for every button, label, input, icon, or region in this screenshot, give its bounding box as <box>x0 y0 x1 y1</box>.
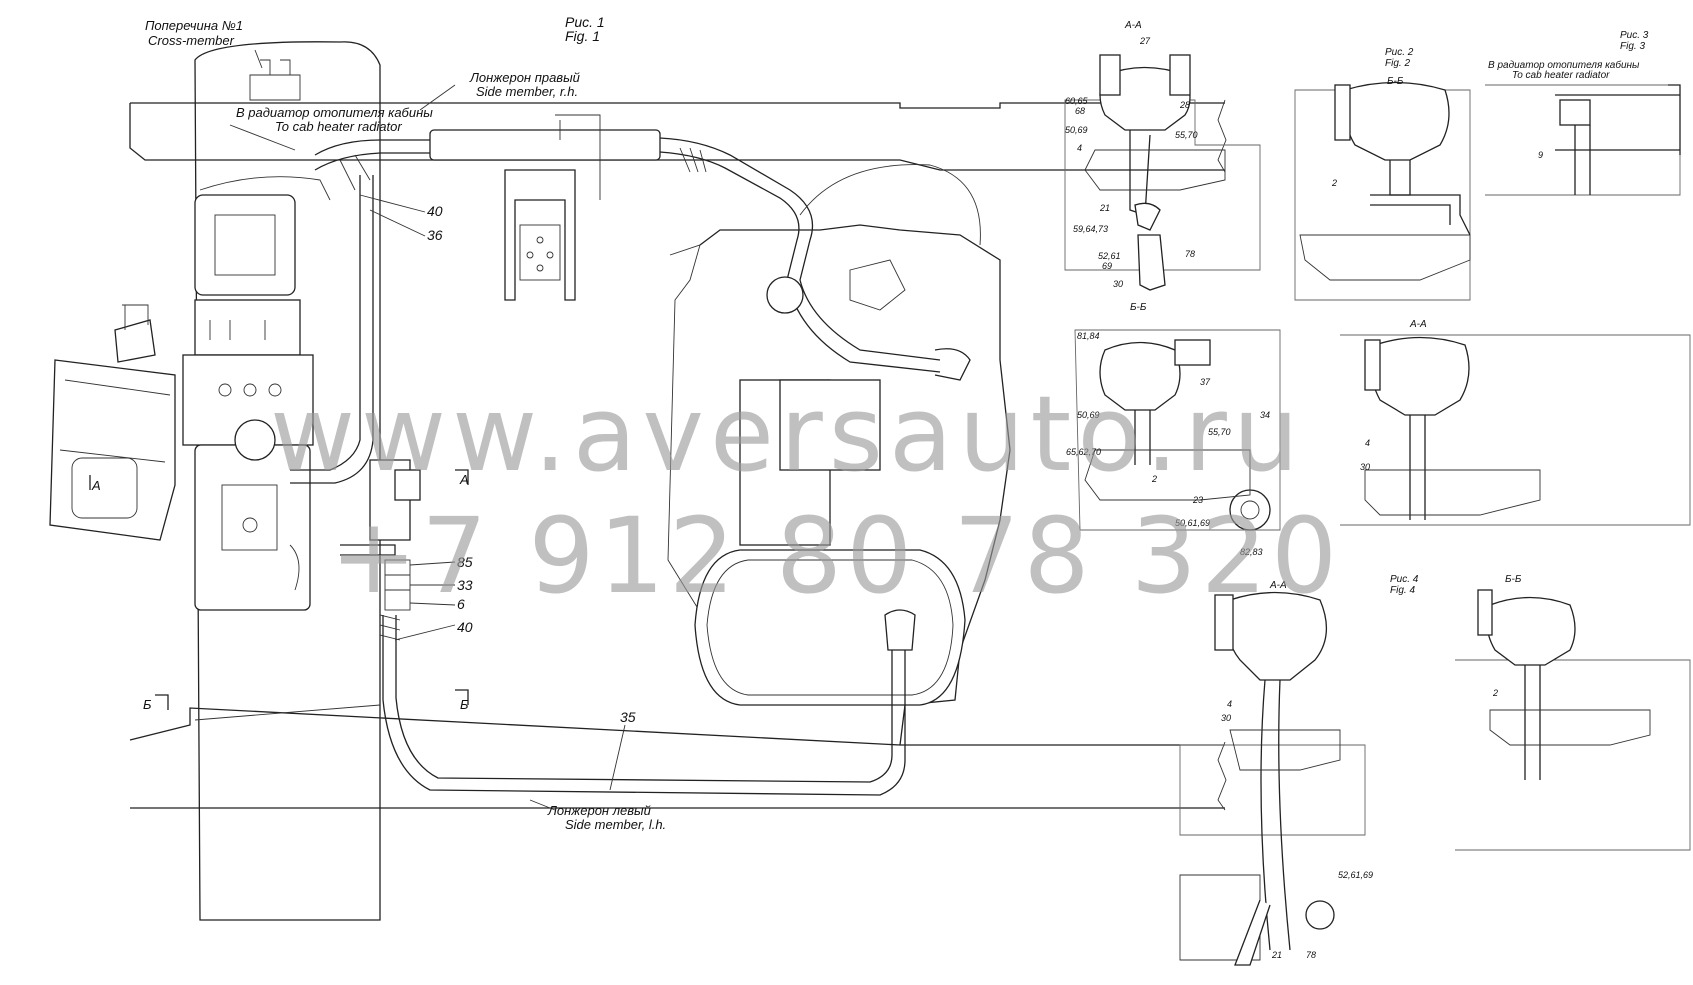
part-number: 4 <box>1077 143 1082 153</box>
part-number: 50,61,69 <box>1175 518 1210 528</box>
fig4-section-aa <box>1179 591 1366 966</box>
section-bb-mid <box>1074 329 1281 531</box>
part-number: 4 <box>1365 438 1370 448</box>
cross-member-label-ru: Поперечина №1 <box>145 18 243 33</box>
fig1-caption-ru: Рис. 1 <box>565 14 605 30</box>
part-number: 30 <box>1113 279 1123 289</box>
part-number: 52,61 <box>1098 251 1121 261</box>
watermark-url: www.aversauto.ru <box>270 373 1305 495</box>
fig4-caption-ru: Рис. 4 <box>1390 574 1419 585</box>
fig3-detail <box>1485 84 1681 196</box>
section-aa-mid <box>1340 334 1691 526</box>
part-number: 60,65 <box>1065 96 1089 106</box>
side-member-lh-label-en: Side member, l.h. <box>565 817 666 832</box>
heater-unit <box>182 194 314 611</box>
fig3-caption-ru: Рис. 3 <box>1620 30 1649 41</box>
fig2-caption-ru: Рис. 2 <box>1385 47 1414 58</box>
part-number: 28 <box>1179 100 1190 110</box>
part-number: 6 <box>457 596 465 612</box>
center-bracket <box>504 114 601 301</box>
valve-assembly <box>340 459 421 611</box>
fig2-section-bb <box>1294 81 1471 301</box>
part-number: 2 <box>1331 178 1337 188</box>
fig3-cab-heater-en: To cab heater radiator <box>1512 70 1610 81</box>
side-member-rh-label-en: Side member, r.h. <box>476 84 578 99</box>
vertical-pipe <box>290 175 374 484</box>
part-number: 82,83 <box>1240 547 1263 557</box>
top-bracket <box>249 59 301 101</box>
part-number: 2 <box>1151 474 1157 484</box>
fig3-caption-en: Fig. 3 <box>1620 41 1645 52</box>
part-number: 81,84 <box>1077 331 1100 341</box>
part-number: 59,64,73 <box>1073 224 1108 234</box>
part-number: 30 <box>1221 713 1231 723</box>
part-number: 50,69 <box>1065 125 1088 135</box>
section-title: Б-Б <box>1387 76 1404 87</box>
cut-marker: Б <box>460 697 469 712</box>
part-number: 65,62,70 <box>1066 447 1101 457</box>
fig1-main-view <box>49 41 1227 921</box>
cut-marker: Б <box>143 697 152 712</box>
part-number: 21 <box>1099 203 1110 213</box>
part-number: 78 <box>1306 950 1316 960</box>
part-number: 78 <box>1185 249 1195 259</box>
cross-member-label-en: Cross-member <box>148 33 235 48</box>
part-number: 36 <box>427 227 443 243</box>
part-number: 37 <box>1200 377 1211 387</box>
fig1-caption-en: Fig. 1 <box>565 28 600 44</box>
cab-heater-label-ru: В радиатор отопителя кабины <box>236 105 433 120</box>
part-number: 55,70 <box>1208 427 1231 437</box>
cut-marker: А <box>91 478 101 493</box>
part-number: 30 <box>1360 462 1370 472</box>
cross-member <box>194 41 381 921</box>
part-number: 69 <box>1102 261 1112 271</box>
cab-heater-label-en: To cab heater radiator <box>275 119 402 134</box>
section-aa-top <box>1064 54 1261 291</box>
section-title: Б-Б <box>1505 574 1522 585</box>
part-number: 40 <box>457 619 473 635</box>
part-number: 23 <box>1192 495 1203 505</box>
part-number: 4 <box>1227 699 1232 709</box>
cut-marker: А <box>459 472 469 487</box>
part-number: 55,70 <box>1175 130 1198 140</box>
part-number: 34 <box>1260 410 1270 420</box>
section-title: А-А <box>1269 580 1287 591</box>
section-title: А-А <box>1124 20 1142 31</box>
section-cut-marks <box>89 469 469 710</box>
part-number: 27 <box>1139 36 1151 46</box>
section-title: А-А <box>1409 319 1427 330</box>
watermark-phone: +7 912 80 78 320 <box>330 495 1341 617</box>
part-number: 33 <box>457 577 473 593</box>
side-member-rh-label-ru: Лонжерон правый <box>469 70 580 85</box>
tank <box>694 549 966 706</box>
part-number: 35 <box>620 709 636 725</box>
part-number: 9 <box>1538 150 1543 160</box>
leader-lines <box>229 49 626 811</box>
fig4-caption-en: Fig. 4 <box>1390 585 1415 596</box>
fig2-caption-en: Fig. 2 <box>1385 58 1410 69</box>
side-member-lh-label-ru: Лонжерон левый <box>547 803 651 818</box>
side-member-lh-rail <box>129 707 1227 811</box>
part-number: 52,61,69 <box>1338 870 1373 880</box>
part-number: 2 <box>1492 688 1498 698</box>
fig3-cab-heater-ru: В радиатор отопителя кабины <box>1488 59 1640 71</box>
part-number: 21 <box>1271 950 1282 960</box>
upper-hose <box>314 129 941 373</box>
filter-housing <box>49 304 176 541</box>
section-title: Б-Б <box>1130 302 1147 313</box>
part-number: 68 <box>1075 106 1085 116</box>
lower-pipe <box>379 614 906 796</box>
engine-outline <box>667 164 1011 746</box>
part-number: 50,69 <box>1077 410 1100 420</box>
part-number: 40 <box>427 203 443 219</box>
part-number: 85 <box>457 554 473 570</box>
fig4-section-bb <box>1455 589 1691 851</box>
